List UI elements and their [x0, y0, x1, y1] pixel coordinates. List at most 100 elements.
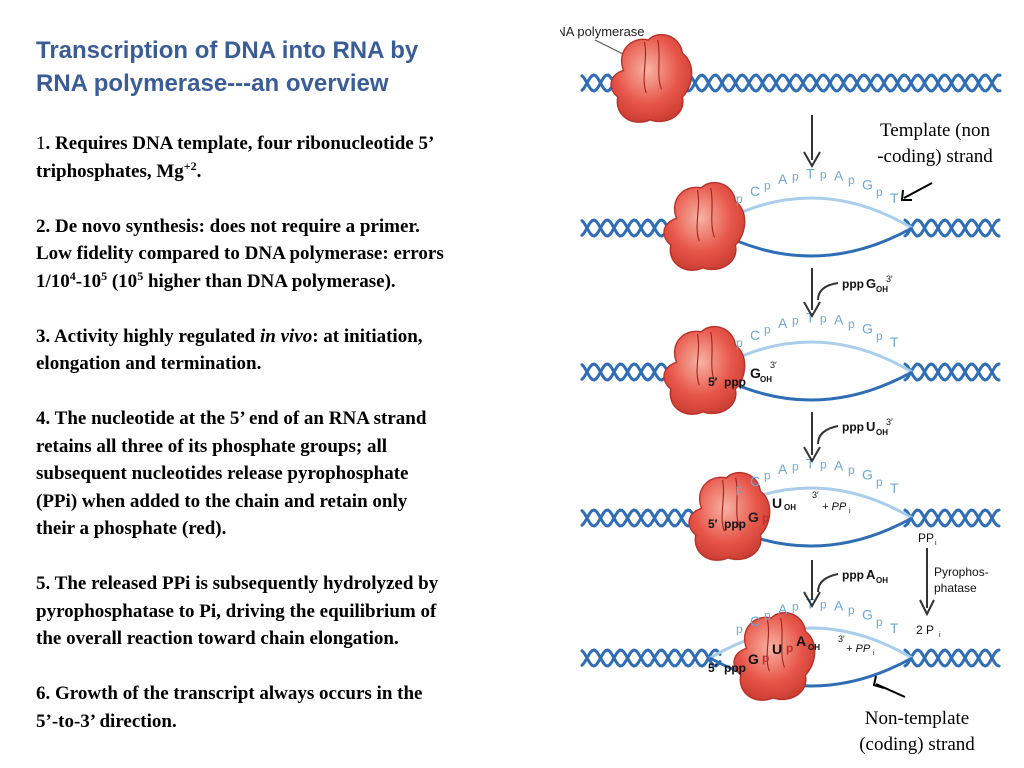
- polymerase-groove: [735, 477, 741, 528]
- template-base: G: [862, 606, 873, 622]
- polymerase-groove: [721, 479, 725, 532]
- rna-ppp: ppp: [724, 375, 746, 389]
- point-1-text: . Requires DNA template, four ribonucleo…: [45, 133, 435, 154]
- mg-charge-sup: +2: [183, 158, 197, 173]
- template-base: p: [764, 608, 771, 622]
- two-pi: 2 P: [916, 623, 934, 637]
- five-prime: 5′: [708, 375, 718, 389]
- point-4-line: their a phosphate (red).: [36, 518, 227, 539]
- incoming-u-arrow: [817, 425, 839, 445]
- template-base: C: [750, 327, 760, 343]
- point-2-line-3: 1/104-105 (105 higher than DNA polymeras…: [36, 268, 536, 296]
- rna-three-prime: 3′: [812, 490, 819, 500]
- point-3-line-2: elongation and termination.: [36, 353, 262, 374]
- template-base: T: [890, 334, 899, 350]
- rna-phosphate: p: [786, 641, 793, 655]
- template-base: A: [834, 311, 844, 327]
- title-line-1: Transcription of DNA into RNA by: [36, 37, 419, 64]
- two-pi-subscript: i: [939, 632, 941, 639]
- template-base: A: [778, 601, 788, 617]
- polymerase-label: RNA polymerase: [560, 24, 645, 39]
- error-rate-exp-2: 5: [101, 268, 108, 283]
- error-rate-b: -10: [75, 270, 102, 292]
- bullet-points: 1. Requires DNA template, four ribonucle…: [36, 130, 536, 763]
- rna-oh: OH: [808, 643, 820, 652]
- rna-phosphate: p: [762, 651, 769, 665]
- incoming-base: A: [866, 567, 876, 582]
- point-5-line: pyrophosphatase to Pi, driving the equil…: [36, 600, 437, 622]
- template-base: p: [764, 322, 771, 336]
- polymerase-stage-1: [610, 33, 693, 123]
- template-base: p: [848, 463, 855, 477]
- point-4-line: 4. The nucleotide at the 5’ end of an RN…: [36, 408, 427, 429]
- dna-stage-3-right-strand-b: [903, 362, 1001, 382]
- rna-oh: OH: [760, 375, 772, 384]
- template-base: p: [792, 169, 799, 183]
- rna-ppp: ppp: [724, 661, 746, 675]
- point-4-line: subsequent nucleotides release pyrophosp…: [36, 463, 409, 484]
- nontemplate-line-2: (coding) strand: [859, 734, 975, 755]
- template-base: G: [862, 176, 873, 192]
- template-base: G: [862, 466, 873, 482]
- template-base: p: [876, 475, 883, 489]
- incoming-three-prime: 3′: [886, 274, 893, 284]
- plus-ppi-subscript: i: [873, 650, 875, 657]
- dna-stage-5-right-strand-b: [903, 648, 1001, 668]
- error-rate-d: higher than DNA polymerase).: [143, 270, 396, 292]
- point-6: 6. Growth of the transcript always occur…: [36, 680, 536, 735]
- template-base: p: [792, 459, 799, 473]
- template-base: p: [848, 603, 855, 617]
- rna-three-prime: 3′: [770, 360, 777, 370]
- polymerase-groove: [780, 617, 786, 668]
- template-base: A: [834, 457, 844, 473]
- template-base: p: [792, 599, 799, 613]
- in-vivo-italic: in vivo: [259, 325, 313, 347]
- rna-base-g: G: [748, 651, 759, 667]
- polymerase-body: [663, 325, 746, 415]
- rna-base-a: A: [796, 633, 806, 649]
- plus-ppi: + PP: [822, 501, 847, 513]
- point-3: 3. Activity highly regulated in vivo: at…: [36, 323, 536, 378]
- rna-oh: OH: [784, 503, 796, 512]
- polymerase-groove: [710, 187, 716, 238]
- polymerase-groove: [766, 619, 770, 672]
- pyrophosphatase-line-2: phatase: [934, 581, 977, 595]
- rna-base-u: U: [772, 495, 782, 511]
- polymerase-groove: [657, 39, 663, 90]
- polymerase-groove: [643, 41, 647, 94]
- polymerase-body: [663, 181, 746, 271]
- dna-stage-5-left-strand-a: [580, 648, 722, 668]
- template-base: p: [876, 615, 883, 629]
- template-base: T: [890, 480, 899, 496]
- five-prime: 5′: [708, 517, 718, 531]
- template-base: T: [806, 309, 815, 325]
- rna-three-prime: 3′: [838, 634, 845, 644]
- template-base: p: [736, 622, 743, 636]
- polymerase-stage-2: [663, 181, 746, 271]
- polymerase-groove: [710, 331, 716, 382]
- template-base: T: [806, 455, 815, 471]
- bubble-stage-5-template: [709, 626, 913, 660]
- incoming-oh: OH: [876, 428, 888, 437]
- template-pointer-head: [900, 189, 912, 201]
- template-base: p: [736, 192, 743, 206]
- nontemplate-pointer-head: [872, 675, 885, 689]
- five-prime: 5′: [708, 661, 718, 675]
- polymerase-body: [733, 611, 816, 701]
- point-1: 1. Requires DNA template, four ribonucle…: [36, 130, 536, 185]
- incoming-ppp: ppp: [842, 277, 864, 291]
- polymerase-body: [610, 33, 693, 123]
- point-5-line: 5. The released PPi is subsequently hydr…: [36, 573, 439, 594]
- incoming-a-arrow: [817, 573, 839, 593]
- template-base: p: [876, 185, 883, 199]
- template-pointer: [903, 182, 933, 199]
- incoming-oh: OH: [876, 285, 888, 294]
- template-base: C: [750, 183, 760, 199]
- template-base: p: [736, 482, 743, 496]
- template-base: p: [820, 457, 827, 471]
- point-2-line-2: Low fidelity compared to DNA polymerase:…: [36, 243, 444, 264]
- polymerase-groove: [696, 333, 700, 386]
- ppi-subscript: i: [935, 540, 937, 547]
- point-1-line-2: triphosphates, Mg+2.: [36, 158, 536, 186]
- template-line-2: -coding) strand: [877, 146, 993, 167]
